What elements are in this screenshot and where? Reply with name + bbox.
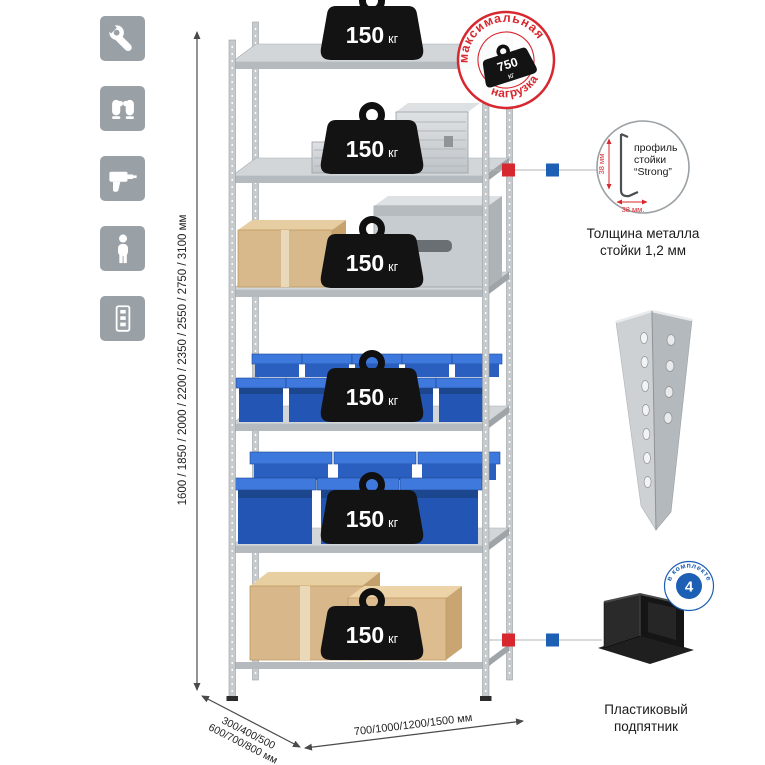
rack-foot-left [226, 696, 238, 701]
width-dimension: 700/1000/1200/1500 мм [304, 712, 524, 751]
max-load-stamp: максимальная нагрузка 750 кг [445, 0, 556, 110]
profile-caption-1: Толщина металла [587, 226, 700, 241]
profile-dim-horizontal: 38 мм. [622, 205, 645, 214]
person-icon [100, 226, 145, 271]
angle-post-illustration [615, 309, 693, 532]
plastic-foot-illustration [598, 592, 694, 664]
profile-text-3: “Strong” [634, 166, 672, 178]
profile-caption-2: стойки 1,2 мм [600, 243, 686, 258]
shelf-6 [232, 644, 509, 669]
included-count-badge: в комплекте 4 [663, 560, 715, 612]
depth-dimension: 300/400/500 600/700/800 мм [201, 695, 301, 765]
badge-count: 4 [685, 579, 694, 596]
profile-text-2: стойки [634, 154, 666, 166]
blue-marker-bottom [546, 633, 559, 647]
height-dimension: 1600 / 1850 / 2000 / 2200 / 2350 / 2550 … [177, 31, 201, 691]
feature-icon-column [100, 16, 146, 366]
svg-text:кг: кг [507, 70, 516, 81]
profile-text-1: профиль [634, 142, 678, 154]
red-marker-bottom [502, 633, 515, 647]
gloves-icon [100, 86, 145, 131]
svg-text:750: 750 [495, 55, 519, 75]
red-marker-top [502, 163, 515, 177]
rack-post-icon [100, 296, 145, 341]
profile-dim-vertical: 38 мм [597, 154, 606, 175]
wrench-icon [100, 16, 145, 61]
foot-caption-2: подпятник [614, 719, 678, 734]
drill-icon [100, 156, 145, 201]
callout-connectors [489, 163, 602, 647]
foot-caption-1: Пластиковый [604, 702, 688, 717]
profile-sketch [619, 134, 639, 198]
rack-foot-right [480, 696, 492, 701]
profile-callout: 38 мм 38 мм. профиль стойки “Strong” Тол… [587, 120, 700, 258]
blue-marker-top [546, 163, 559, 177]
height-label: 1600 / 1850 / 2000 / 2200 / 2350 / 2550 … [177, 215, 189, 506]
